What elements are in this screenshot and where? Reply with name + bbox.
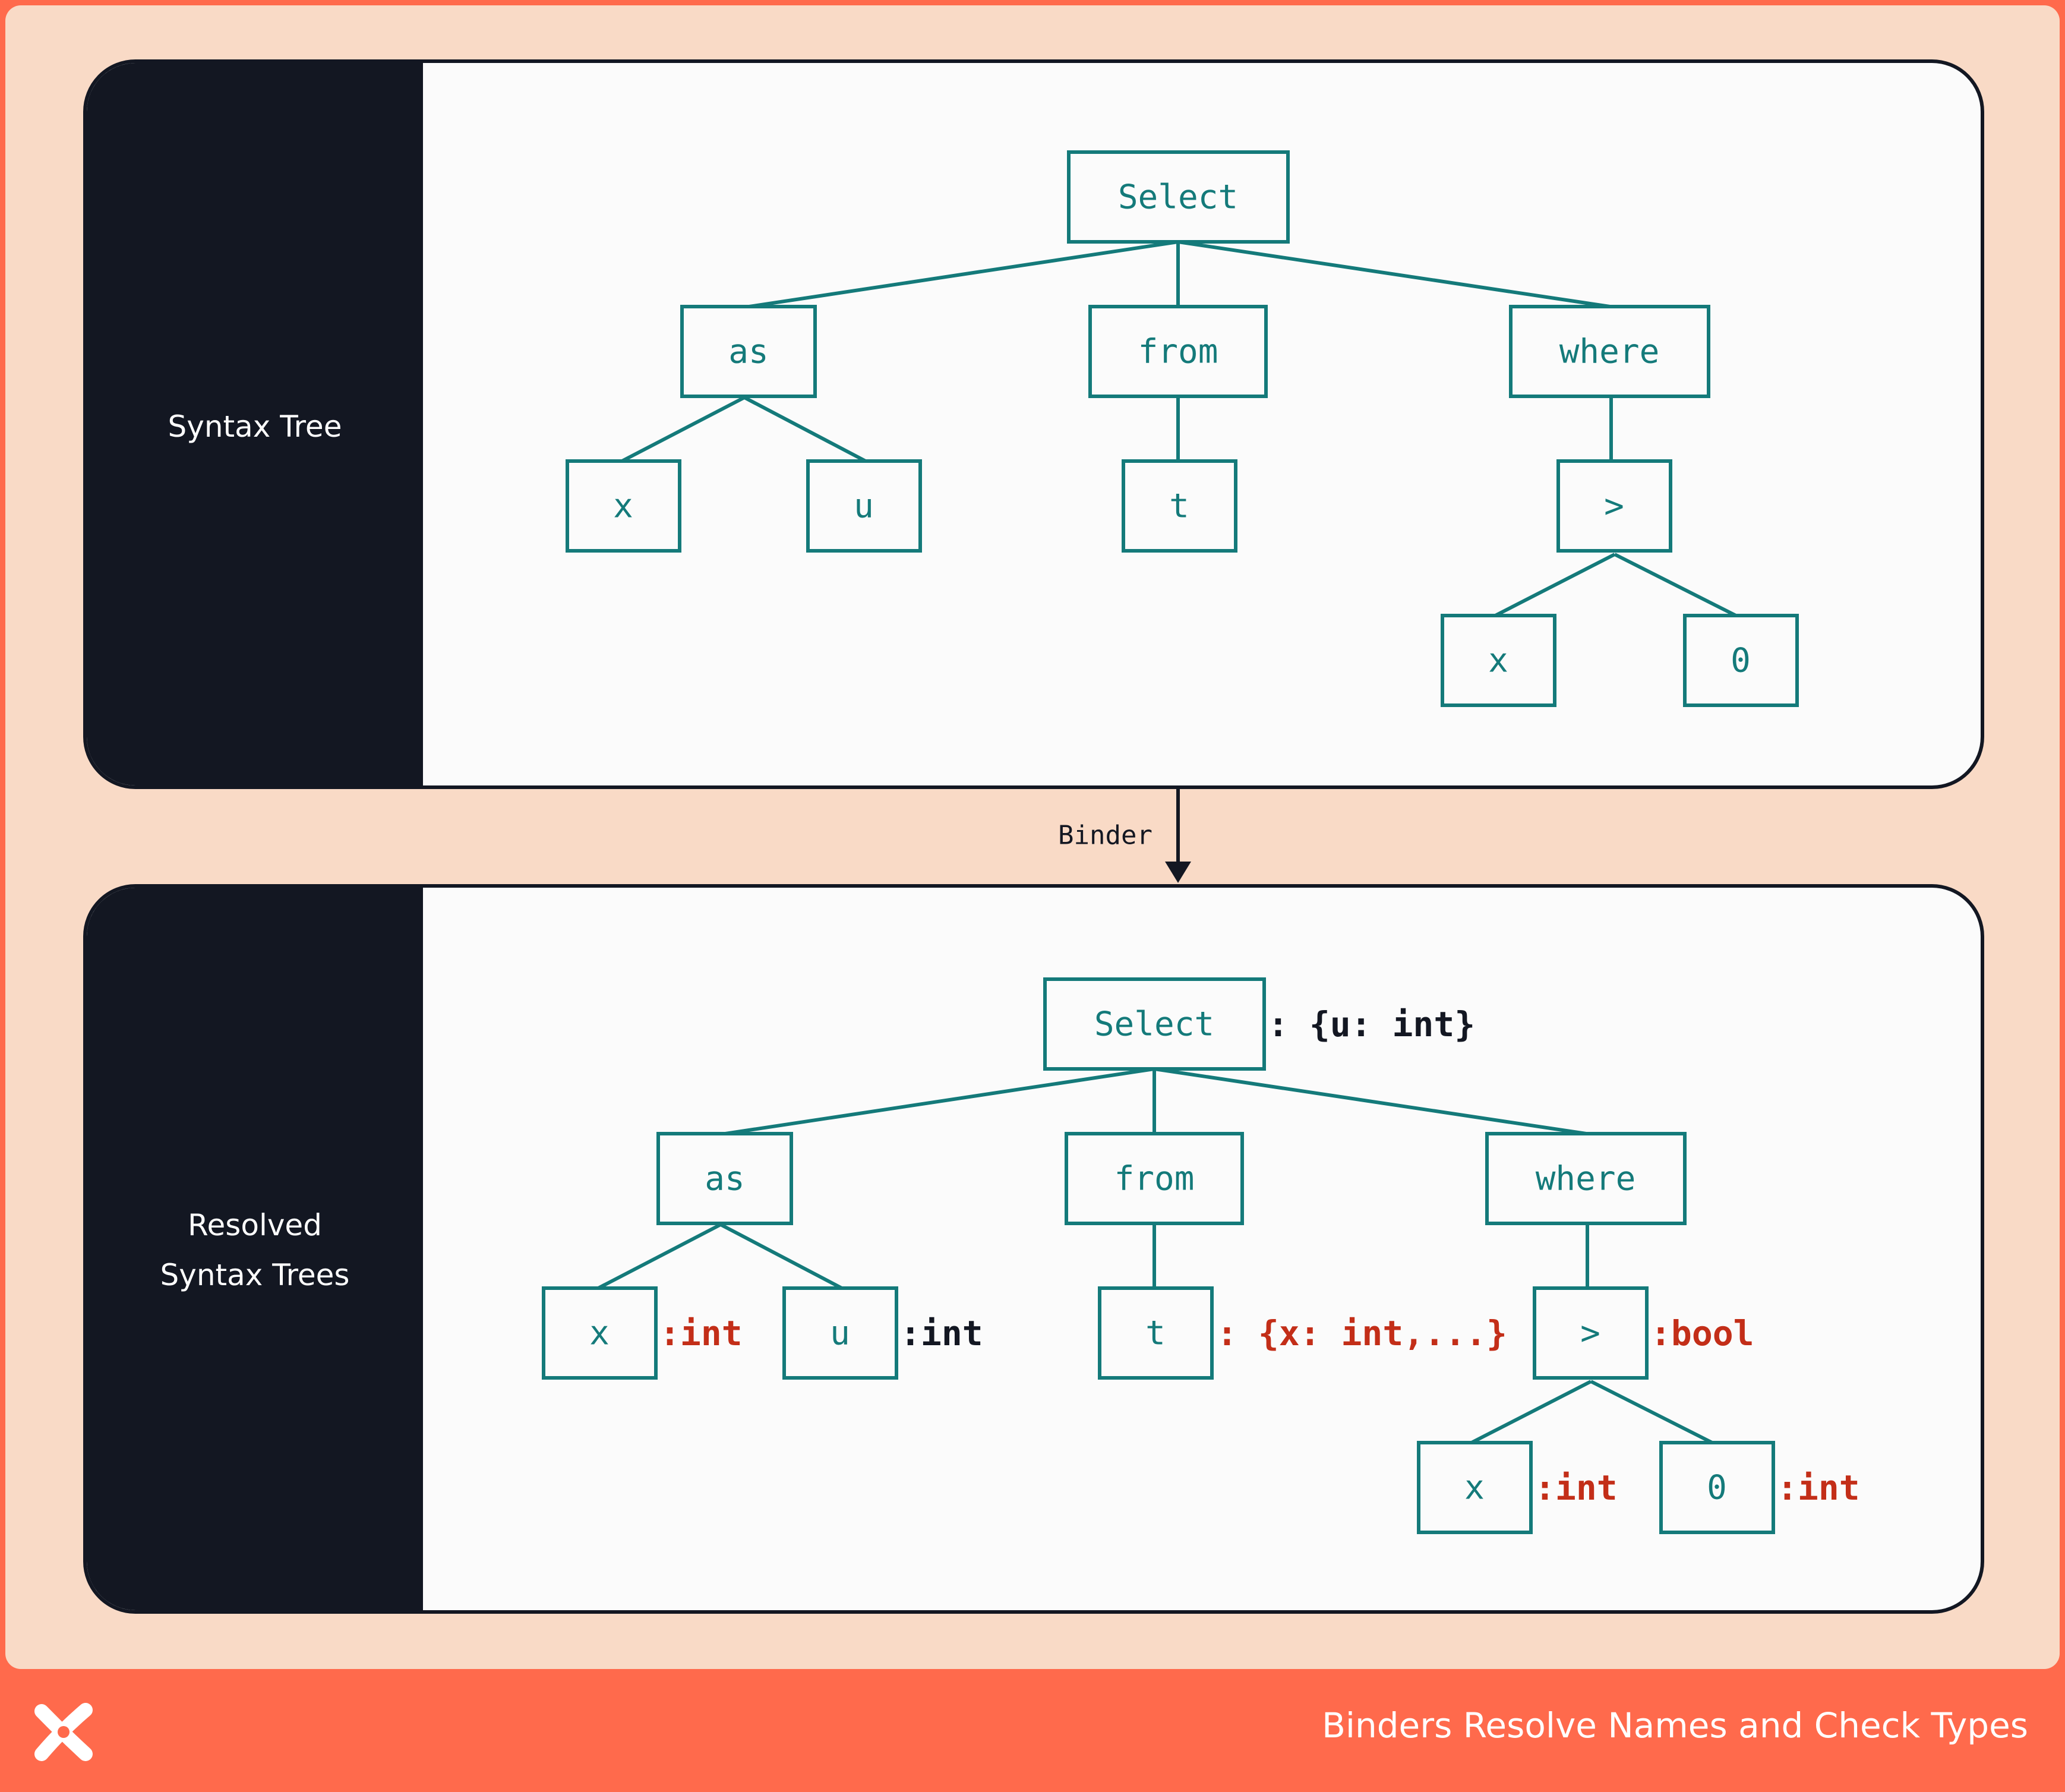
edge-b-as-x (597, 1223, 722, 1290)
node-b-x: x (589, 1314, 610, 1353)
binder-arrow-head (1165, 862, 1191, 883)
node-x: x (613, 487, 633, 526)
node-box-b-t (1098, 1286, 1214, 1380)
node-box-b-from (1065, 1132, 1244, 1225)
node-box-x2 (1441, 614, 1556, 707)
node-from: from (1138, 333, 1218, 371)
node-zero: 0 (1731, 642, 1751, 680)
edge-b-select-where (1154, 1067, 1587, 1135)
binder-label: Binder (1058, 821, 1153, 851)
resolved-label-line1: Resolved (188, 1208, 322, 1242)
node-box-b-gt (1533, 1286, 1649, 1380)
top-tree-boxes (566, 150, 1799, 707)
node-box-as (680, 305, 817, 398)
type-select: : {u: int} (1268, 1004, 1475, 1045)
node-x2: x (1488, 642, 1508, 680)
edge-as-x (621, 396, 746, 463)
node-box-b-where (1485, 1132, 1687, 1225)
tree-diagram: Select as from where x u t > x 0 Binder (542, 150, 1860, 1534)
resolved-label-line2: Syntax Trees (160, 1258, 350, 1292)
node-box-zero (1683, 614, 1799, 707)
x-logo-icon (34, 1703, 93, 1761)
edge-b-as-u (719, 1223, 843, 1290)
node-box-b-u (782, 1286, 898, 1380)
resolved-syntax-trees-panel: Resolved Syntax Trees (83, 884, 1984, 1614)
type-t: : {x: int,...} (1217, 1313, 1507, 1354)
node-box-t (1122, 459, 1237, 553)
node-box-where (1509, 305, 1710, 398)
type-x: :int (659, 1313, 743, 1354)
edge-select-where (1177, 240, 1611, 308)
syntax-tree-label: Syntax Tree (168, 409, 342, 444)
edge-select-as (749, 240, 1179, 308)
node-b-where: where (1536, 1160, 1636, 1198)
node-box-select (1067, 150, 1290, 244)
bottom-tree-boxes (542, 977, 1775, 1534)
bottom-tree-edges (597, 1067, 1713, 1444)
type-zero: :int (1777, 1468, 1860, 1508)
edge-b-gt-zero (1590, 1380, 1713, 1444)
edge-b-select-as (725, 1067, 1155, 1135)
node-box-x (566, 459, 681, 553)
node-u: u (854, 487, 874, 526)
node-box-gt (1556, 459, 1672, 553)
node-b-select: Select (1094, 1005, 1214, 1044)
node-where: where (1559, 333, 1660, 371)
syntax-tree-panel: Syntax Tree (83, 59, 1984, 789)
edge-gt-zero (1614, 553, 1737, 617)
resolved-syntax-trees-sidebar: Resolved Syntax Trees (87, 888, 423, 1610)
type-x2: :int (1534, 1468, 1618, 1508)
type-u: :int (900, 1313, 983, 1354)
node-b-as: as (705, 1160, 744, 1198)
node-b-t: t (1145, 1314, 1166, 1353)
node-box-b-x2 (1417, 1441, 1533, 1534)
node-as: as (728, 333, 768, 371)
syntax-tree-sidebar: Syntax Tree (87, 63, 423, 785)
node-gt: > (1604, 487, 1624, 526)
footer-title: Binders Resolve Names and Check Types (1322, 1705, 2028, 1746)
node-box-from (1088, 305, 1268, 398)
edge-gt-x (1494, 553, 1616, 617)
node-b-zero: 0 (1707, 1469, 1727, 1507)
node-b-from: from (1114, 1160, 1195, 1198)
node-b-u: u (830, 1314, 850, 1353)
node-b-x2: x (1464, 1469, 1485, 1507)
edge-b-gt-x (1470, 1380, 1592, 1444)
node-box-b-select (1043, 977, 1266, 1071)
type-gt: :bool (1650, 1313, 1754, 1354)
node-box-b-x (542, 1286, 658, 1380)
node-box-u (806, 459, 922, 553)
node-select: Select (1118, 178, 1238, 217)
top-tree-edges (621, 240, 1737, 617)
node-box-b-as (656, 1132, 793, 1225)
edge-as-u (743, 396, 867, 463)
node-box-b-zero (1659, 1441, 1775, 1534)
node-t: t (1169, 487, 1189, 526)
node-b-gt: > (1580, 1314, 1600, 1353)
